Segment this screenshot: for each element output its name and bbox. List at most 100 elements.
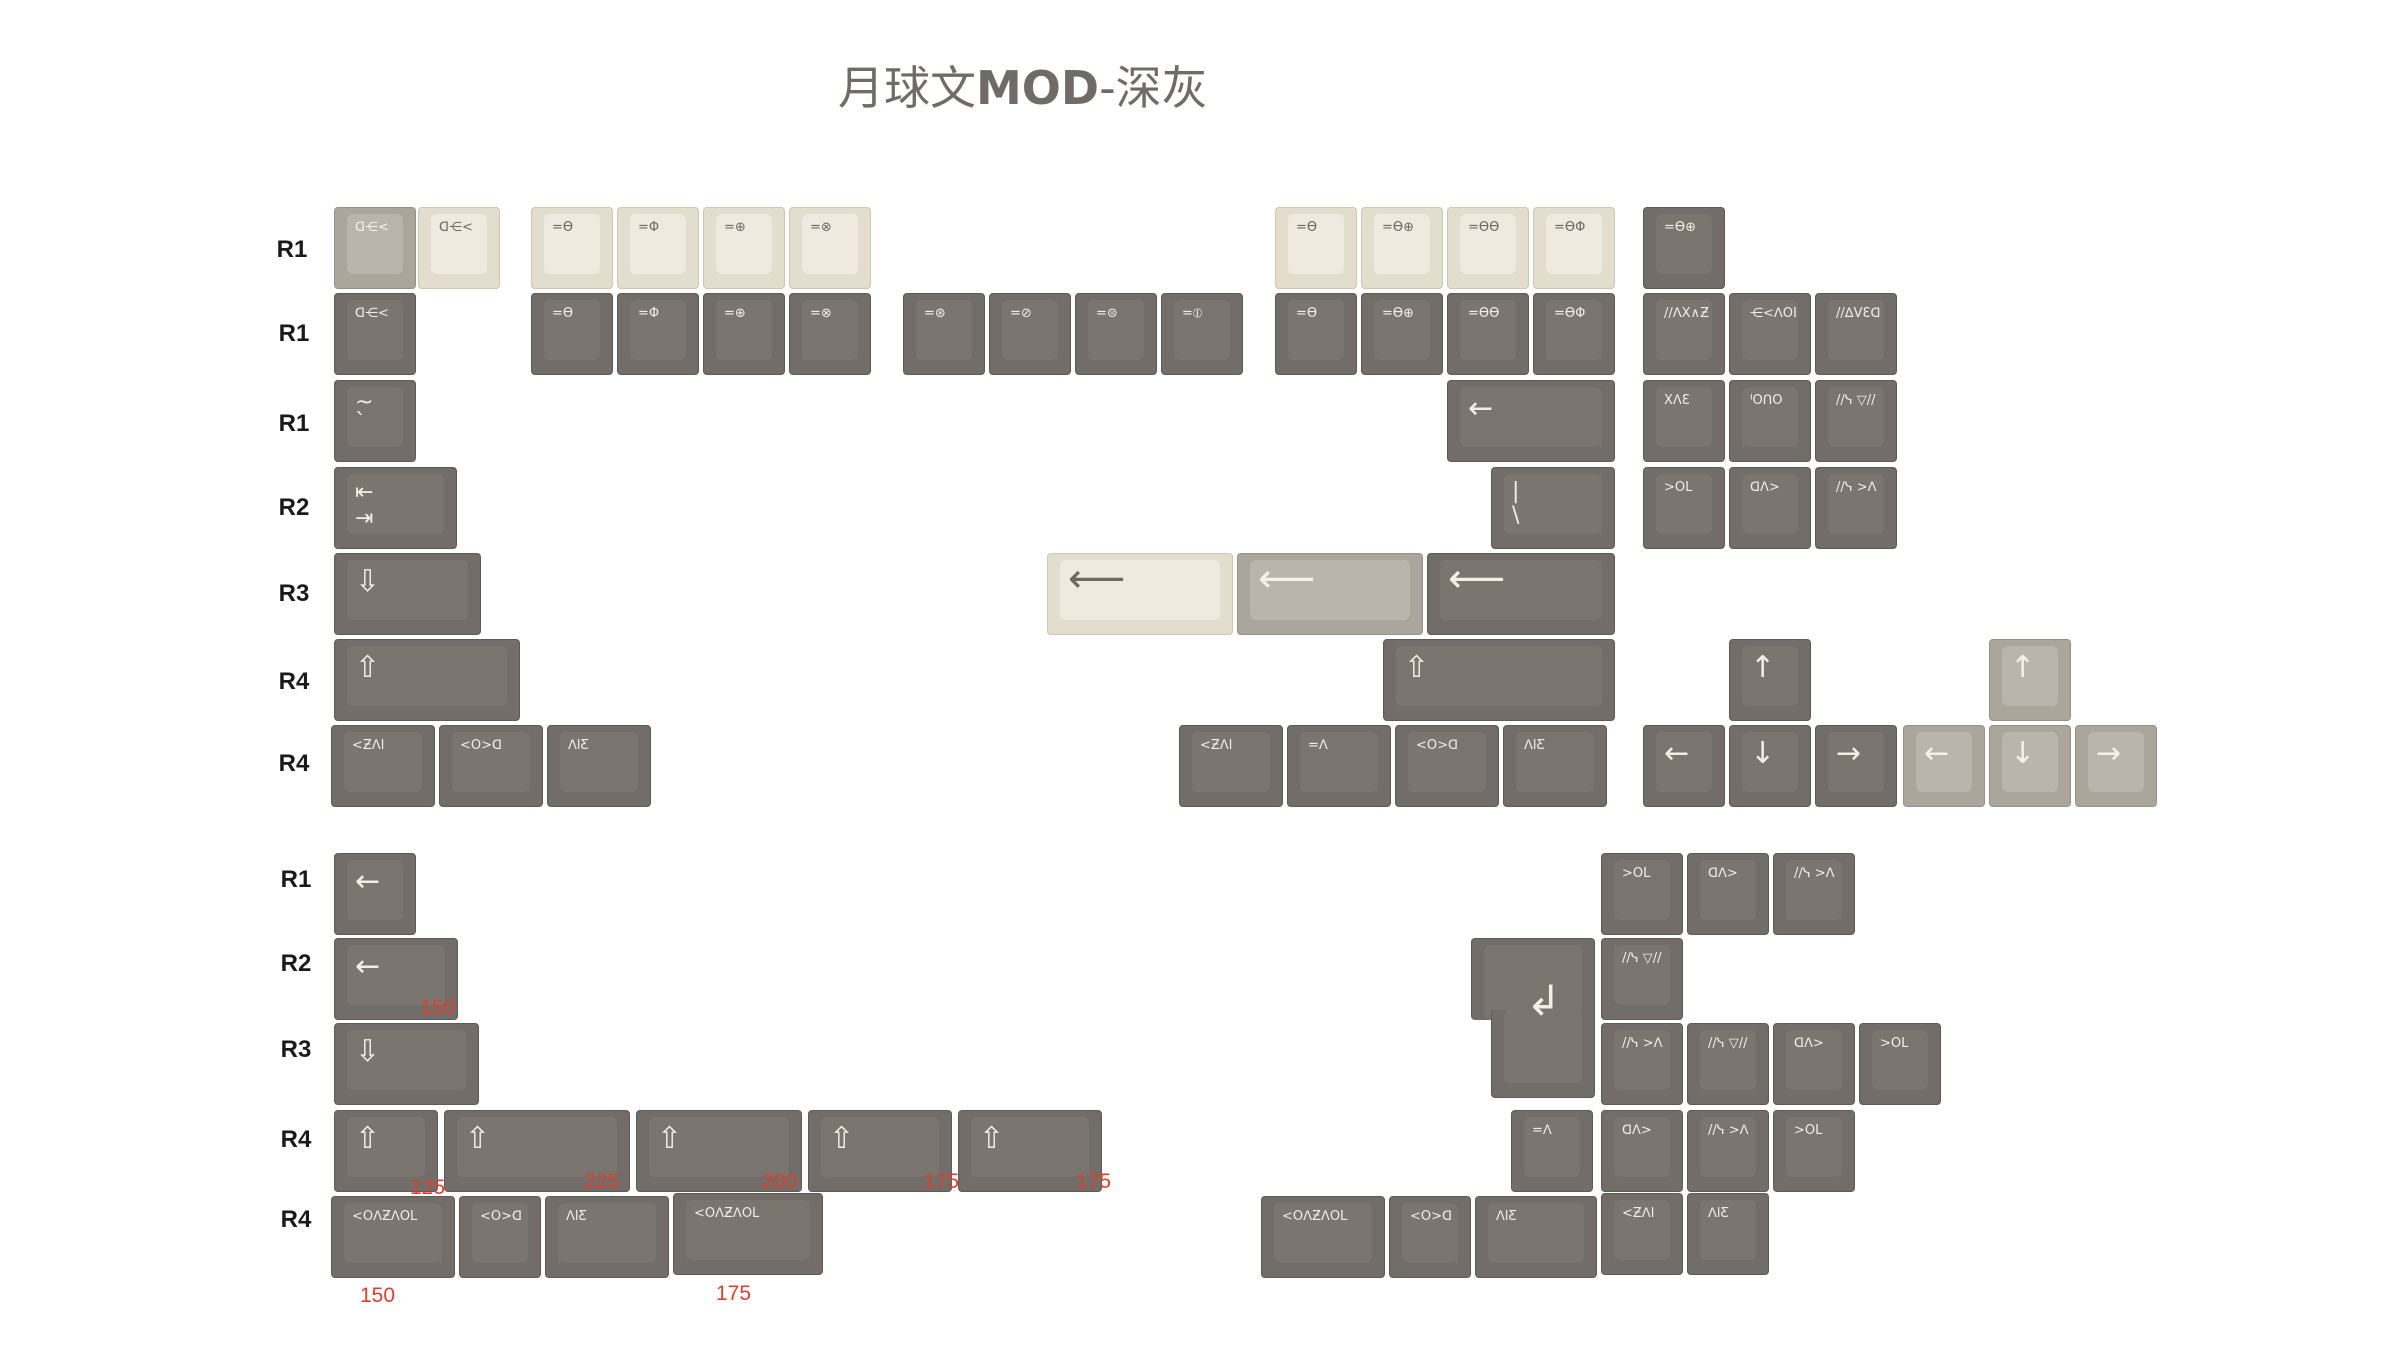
key-shift-175-b[interactable]: ⇧ <box>958 1110 1102 1192</box>
key-f6[interactable]: =⊘ <box>989 293 1071 375</box>
key-ctrl-175-right[interactable]: <OᐱƵᐱOL <box>1261 1196 1385 1278</box>
key-win-1u[interactable]: <O>ᗡ <box>459 1196 541 1278</box>
key-f10[interactable]: =ϴ⊕ <box>1361 293 1443 375</box>
key-backspace-150[interactable]: ← <box>334 938 458 1020</box>
key-arrow-right-accent[interactable]: → <box>2075 725 2157 807</box>
key-pause[interactable]: //ᐃVƐᗡ <box>1815 293 1897 375</box>
key-arrow-left-accent[interactable]: ← <box>1903 725 1985 807</box>
key-shift-225[interactable]: ⇧ <box>444 1110 630 1192</box>
key-esc-accent[interactable]: ᗡ⋲< <box>334 207 416 289</box>
key-left-ctrl[interactable]: <Ƶᐱl <box>331 725 435 807</box>
key-f1-alpha[interactable]: =ϴ <box>531 207 613 289</box>
key-caps-alt[interactable]: ⇩ <box>334 1023 479 1105</box>
key-pageup[interactable]: //ᓭ ▽// <box>1815 380 1897 462</box>
key-arrow-up-accent[interactable]: ↑ <box>1989 639 2071 721</box>
key-f5[interactable]: =⊛ <box>903 293 985 375</box>
key-f10-alpha[interactable]: =ϴ⊕ <box>1361 207 1443 289</box>
key-f2[interactable]: =Φ <box>617 293 699 375</box>
key-ctrl-1u-right[interactable]: <Ƶᐱl <box>1601 1193 1683 1275</box>
key-end-alt[interactable]: ᗡᐱ> <box>1687 853 1769 935</box>
key-del-alt-2[interactable]: >OL <box>1859 1023 1941 1105</box>
key-enter-accent[interactable]: ⟵ <box>1237 553 1423 635</box>
key-pgdn-alt-3[interactable]: //ᓭ >ᐱ <box>1687 1110 1769 1192</box>
key-f9[interactable]: =ϴ <box>1275 293 1357 375</box>
key-esc-alpha[interactable]: ᗡ⋲< <box>418 207 500 289</box>
key-right-shift[interactable]: ⇧ <box>1383 639 1615 721</box>
key-arrow-down-accent[interactable]: ↓ <box>1989 725 2071 807</box>
row-label: R1 <box>278 410 310 437</box>
key-shift-125[interactable]: ⇧ <box>334 1110 438 1192</box>
key-end[interactable]: ᗡᐱ> <box>1729 467 1811 549</box>
key-pagedown[interactable]: //ᓭ >ᐱ <box>1815 467 1897 549</box>
key-left-win[interactable]: <O>ᗡ <box>439 725 543 807</box>
key-capslock[interactable]: ⇩ <box>334 553 481 635</box>
key-shift-200[interactable]: ⇧ <box>636 1110 802 1192</box>
key-ctrl-175[interactable]: <OᐱƵᐱOL <box>673 1193 823 1275</box>
key-f13[interactable]: =ϴ⊕ <box>1643 207 1725 289</box>
key-ctrl-150[interactable]: <OᐱƵᐱOL <box>331 1196 455 1278</box>
key-f8[interactable]: =⦶ <box>1161 293 1243 375</box>
row-label: R4 <box>280 1206 312 1233</box>
key-arrow-right[interactable]: → <box>1815 725 1897 807</box>
key-home[interactable]: ᑊOᑎO <box>1729 380 1811 462</box>
key-arrow-left[interactable]: ← <box>1643 725 1725 807</box>
key-f2-alpha[interactable]: =Φ <box>617 207 699 289</box>
key-grave[interactable]: ~ ` <box>334 380 416 462</box>
key-alt-125[interactable]: ᐱlƸ <box>545 1196 669 1278</box>
size-note: 150 <box>360 1284 396 1307</box>
key-f4-alpha[interactable]: =⊗ <box>789 207 871 289</box>
key-win-1u-right[interactable]: <O>ᗡ <box>1389 1196 1471 1278</box>
key-esc[interactable]: ᗡ⋲< <box>334 293 416 375</box>
size-note: 125 <box>410 1176 446 1199</box>
key-f3-alpha[interactable]: =⊕ <box>703 207 785 289</box>
key-left-alt[interactable]: ᐱlƸ <box>547 725 651 807</box>
size-note: 175 <box>716 1282 752 1305</box>
key-right-win[interactable]: <O>ᗡ <box>1395 725 1499 807</box>
key-enter-alpha[interactable]: ⟵ <box>1047 553 1233 635</box>
row-label: R4 <box>280 1126 312 1153</box>
key-fn[interactable]: =ᐱ <box>1287 725 1391 807</box>
key-pgup-alt[interactable]: //ᓭ ▽// <box>1601 938 1683 1020</box>
key-end-alt-3[interactable]: ᗡᐱ> <box>1601 1110 1683 1192</box>
key-end-alt-2[interactable]: ᗡᐱ> <box>1773 1023 1855 1105</box>
key-pgdn-alt[interactable]: //ᓭ >ᐱ <box>1773 853 1855 935</box>
key-printscreen[interactable]: //ᐱX∧Ƶ <box>1643 293 1725 375</box>
key-arrow-up[interactable]: ↑ <box>1729 639 1811 721</box>
key-backslash[interactable]: | \ <box>1491 467 1615 549</box>
key-pgup-alt-2[interactable]: //ᓭ ▽// <box>1687 1023 1769 1105</box>
key-f11[interactable]: =ϴϴ <box>1447 293 1529 375</box>
key-f12-alpha[interactable]: =ϴΦ <box>1533 207 1615 289</box>
key-fn-alt[interactable]: =ᐱ <box>1511 1110 1593 1192</box>
key-right-alt[interactable]: ᐱlƸ <box>1503 725 1607 807</box>
key-delete[interactable]: >OL <box>1643 467 1725 549</box>
key-del-alt[interactable]: >OL <box>1601 853 1683 935</box>
key-f4[interactable]: =⊗ <box>789 293 871 375</box>
key-f11-alpha[interactable]: =ϴϴ <box>1447 207 1529 289</box>
key-alt-1u-right[interactable]: ᐱlƸ <box>1687 1193 1769 1275</box>
key-insert[interactable]: XᐱƐ <box>1643 380 1725 462</box>
key-f12[interactable]: =ϴΦ <box>1533 293 1615 375</box>
key-iso-enter[interactable] <box>1471 938 1595 1020</box>
key-f3[interactable]: =⊕ <box>703 293 785 375</box>
row-label: R4 <box>278 668 310 695</box>
key-f1[interactable]: =ϴ <box>531 293 613 375</box>
row-label: R4 <box>278 750 310 777</box>
key-shift-175-a[interactable]: ⇧ <box>808 1110 952 1192</box>
key-f9-alpha[interactable]: =ϴ <box>1275 207 1357 289</box>
key-arrow-down[interactable]: ↓ <box>1729 725 1811 807</box>
key-scrolllock[interactable]: ⋲<ᐱOLL <box>1729 293 1811 375</box>
key-backspace-1u[interactable]: ← <box>334 853 416 935</box>
key-pgdn-alt-2[interactable]: //ᓭ >ᐱ <box>1601 1023 1683 1105</box>
key-del-alt-3[interactable]: >OL <box>1773 1110 1855 1192</box>
key-f7[interactable]: =⊜ <box>1075 293 1157 375</box>
key-tab[interactable]: ⇤ ⇥ <box>334 467 457 549</box>
row-label: R1 <box>276 236 308 263</box>
size-note: 200 <box>762 1170 798 1193</box>
key-enter[interactable]: ⟵ <box>1427 553 1615 635</box>
key-alt-125-right[interactable]: ᐱlƸ <box>1475 1196 1597 1278</box>
key-left-shift[interactable]: ⇧ <box>334 639 520 721</box>
key-iso-enter-lower[interactable]: ↲ <box>1491 976 1595 1098</box>
key-backspace[interactable]: ← <box>1447 380 1615 462</box>
row-label: R2 <box>280 950 312 977</box>
key-right-ctrl[interactable]: <Ƶᐱl <box>1179 725 1283 807</box>
